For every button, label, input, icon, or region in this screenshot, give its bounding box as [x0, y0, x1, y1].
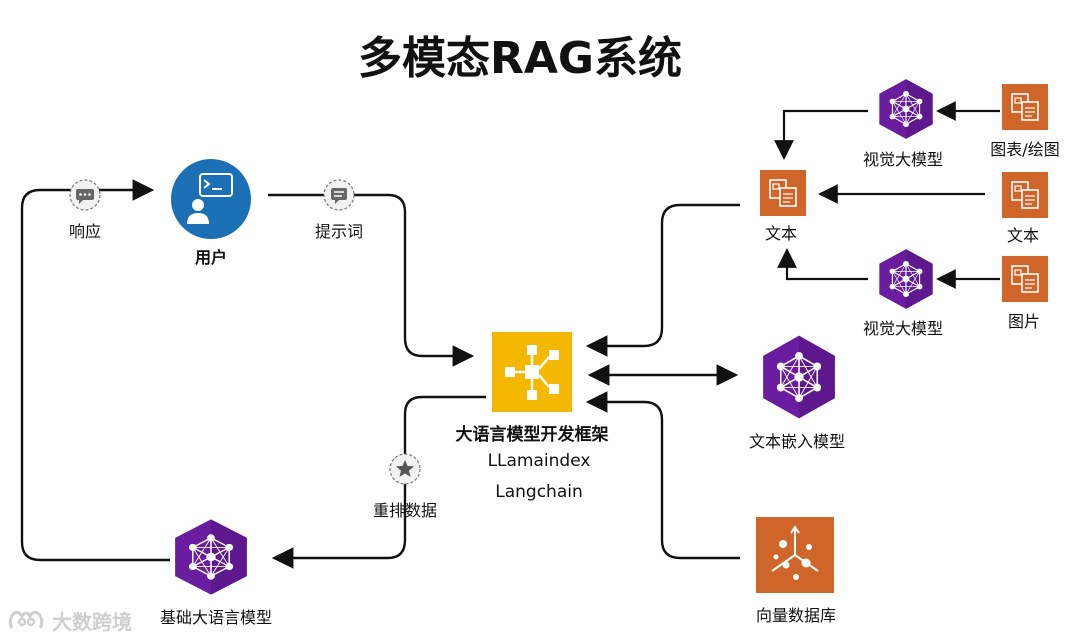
- base-llm-model-icon: [175, 519, 247, 595]
- embedding-model-label: 文本嵌入模型: [748, 432, 846, 451]
- message-icon: [323, 179, 355, 211]
- edge-vectordb-to-framework: [585, 391, 740, 560]
- edge-response: [20, 179, 170, 562]
- chat-bubble-icon: [69, 179, 101, 211]
- diagram-title: 多模态RAG系统: [357, 33, 683, 84]
- source-text-label: 文本: [1006, 226, 1040, 245]
- edge-rerank: [271, 395, 486, 569]
- edge-label-response: 响应: [68, 222, 102, 241]
- edge-label-prompt: 提示词: [314, 222, 364, 241]
- source-charts-label: 图表/绘图: [990, 140, 1060, 159]
- edge-vision-top-to-hub: [774, 109, 868, 160]
- edge-vision-bottom-to-hub: [777, 248, 868, 281]
- user-label: 用户: [194, 248, 228, 267]
- embedding-model-icon: [763, 335, 835, 419]
- watermark-text: 大数跨境: [52, 610, 132, 634]
- vector-db-label: 向量数据库: [755, 606, 837, 625]
- user-terminal-icon: [171, 159, 251, 239]
- text-hub-label: 文本: [764, 224, 798, 243]
- vision-model-top-icon: [879, 79, 933, 139]
- edge-label-rerank: 重排数据: [372, 501, 438, 520]
- vision-model-bottom-label: 视觉大模型: [862, 319, 944, 338]
- source-charts-document-icon: [1002, 84, 1048, 130]
- vector-db-icon: [756, 517, 834, 593]
- framework-label: 大语言模型开发框架: [455, 425, 609, 445]
- vision-model-top-label: 视觉大模型: [862, 150, 944, 169]
- source-text-document-icon: [1002, 172, 1048, 218]
- source-images-label: 图片: [1007, 312, 1041, 331]
- framework-network-icon: [492, 332, 572, 412]
- base-llm-label: 基础大语言模型: [159, 608, 273, 627]
- framework-sublabel-langchain: Langchain: [495, 482, 583, 502]
- text-hub-document-icon: [760, 170, 806, 216]
- watermark: 大数跨境: [6, 606, 132, 635]
- vision-model-bottom-icon: [879, 249, 933, 309]
- edge-text-to-framework: [585, 203, 740, 357]
- source-images-document-icon: [1002, 256, 1048, 302]
- star-icon: [389, 453, 421, 485]
- framework-sublabel-llamaindex: LLamaindex: [487, 451, 591, 471]
- edge-prompt: [268, 193, 475, 367]
- watermark-logo-icon: [8, 610, 44, 629]
